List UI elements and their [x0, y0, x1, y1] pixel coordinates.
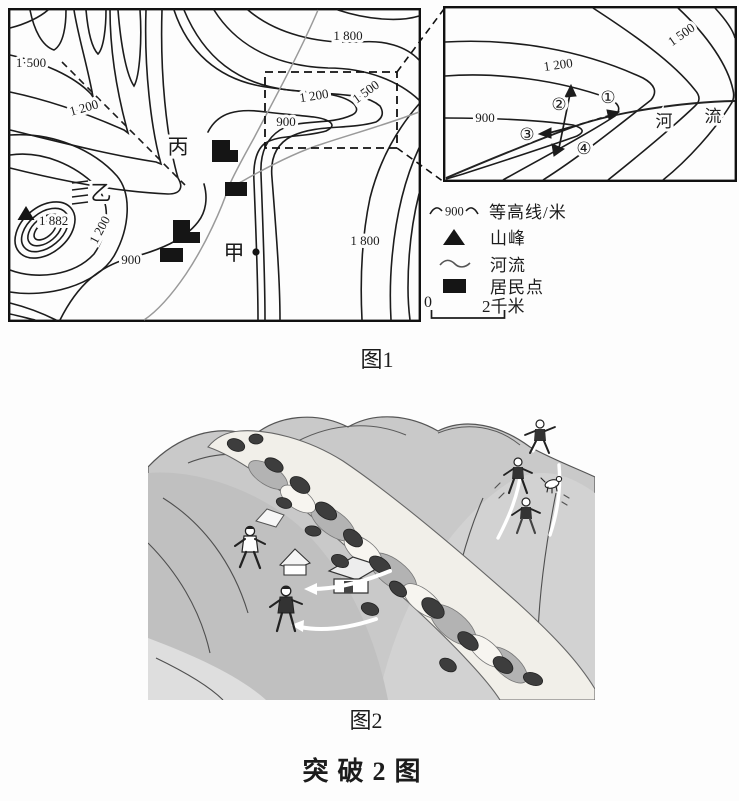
escape-arrow-head [291, 620, 304, 632]
figure2-illustration [148, 416, 595, 700]
route-4-label: ④ [576, 139, 591, 158]
foreground-ground [148, 638, 266, 700]
elevation-label: 900 [121, 252, 141, 267]
legend-row-river: 河流 [438, 251, 526, 276]
person-right-lower [511, 497, 541, 535]
river-label-char: 流 [705, 107, 722, 126]
settlement [160, 248, 183, 262]
elevation-label: 1 800 [333, 28, 362, 43]
escape-arrow-head [304, 583, 317, 595]
inset-contours [444, 7, 736, 181]
legend-row-settlement: 居民点 [442, 273, 544, 298]
place-label-jia: 甲 [224, 241, 245, 265]
main-map: 1 800 1·500 1 200 1 500 1 200 900 900 1 … [8, 8, 421, 322]
escape-arrow [311, 569, 392, 591]
ridge-lines [297, 425, 521, 446]
settlement [212, 140, 238, 162]
route-arrow-2-4-shaft [558, 93, 571, 149]
river-label-char: 河 [656, 112, 673, 131]
legend-label: 居民点 [490, 278, 544, 297]
person-left [234, 525, 266, 570]
peak-symbol-icon [443, 228, 465, 245]
page-caption: 突破2图 [302, 757, 430, 786]
settlement-symbol-icon [443, 278, 466, 293]
river-symbol-icon [439, 259, 471, 268]
peak-triangle [17, 206, 35, 220]
scale-label: 2千米 [482, 297, 525, 316]
elevation-label: 900 [475, 110, 495, 125]
route-arrows [537, 83, 621, 157]
legend-row-contour: 900 等高线/米 [428, 198, 567, 223]
contour-symbol-icon: 900 [429, 204, 479, 218]
route-1-label: ① [600, 88, 615, 107]
settlement [225, 182, 247, 196]
elevation-label: 1 800 [350, 233, 379, 248]
settlement [173, 220, 200, 243]
person-right-top [524, 419, 556, 454]
peak-elevation-label: 1 882 [39, 213, 68, 228]
route-numbers: ① ② ③ ④ [516, 85, 618, 161]
people [234, 419, 570, 633]
escape-arrow [298, 617, 378, 631]
boulders [226, 433, 544, 686]
legend-contour-value: 900 [445, 204, 464, 218]
jia-dot [252, 248, 260, 256]
person-foreground [269, 585, 303, 633]
route-arrow-1-head [606, 109, 621, 120]
cliff-hachures [71, 180, 89, 205]
valley-dashed-line [61, 61, 186, 186]
house-debris [255, 508, 285, 528]
route-arrow-2-head [564, 83, 577, 98]
inset-border [443, 6, 737, 182]
map-border [8, 8, 421, 322]
figure1-caption: 图1 [360, 347, 394, 372]
legend-label: 山峰 [490, 229, 526, 248]
elevation-label: 1·500 [16, 55, 46, 70]
motion-ticks [494, 482, 570, 506]
route-arrow-4-head [551, 143, 566, 157]
legend-label: 等高线/米 [489, 203, 567, 222]
place-labels: 丙 乙 甲 [88, 132, 248, 268]
figure2-caption: 图2 [349, 708, 383, 733]
place-label-bing: 丙 [168, 135, 189, 159]
houses [255, 508, 383, 594]
escape-path-line [548, 463, 562, 537]
place-label-yi: 乙 [91, 181, 112, 205]
settlements [160, 140, 247, 262]
scale-zero: 0 [424, 294, 432, 311]
scale-bar [430, 310, 506, 319]
dog [540, 475, 563, 494]
inset-map: ① ② ③ ④ 1 500 1 200 900 河 流 [443, 6, 737, 182]
house [278, 548, 312, 576]
inset-river-label: 河 流 [653, 104, 725, 134]
route-2-label: ② [551, 95, 566, 114]
person-right-middle [503, 457, 533, 495]
legend-row-peak: 山峰 [442, 224, 526, 249]
elevation-label: 900 [276, 114, 296, 129]
route-arrow-3-shaft [548, 126, 572, 134]
route-arrow-3-head [537, 127, 552, 139]
route-3-label: ③ [519, 125, 534, 144]
route-arrow-1-dashed [570, 114, 612, 128]
legend-label: 河流 [490, 256, 526, 275]
